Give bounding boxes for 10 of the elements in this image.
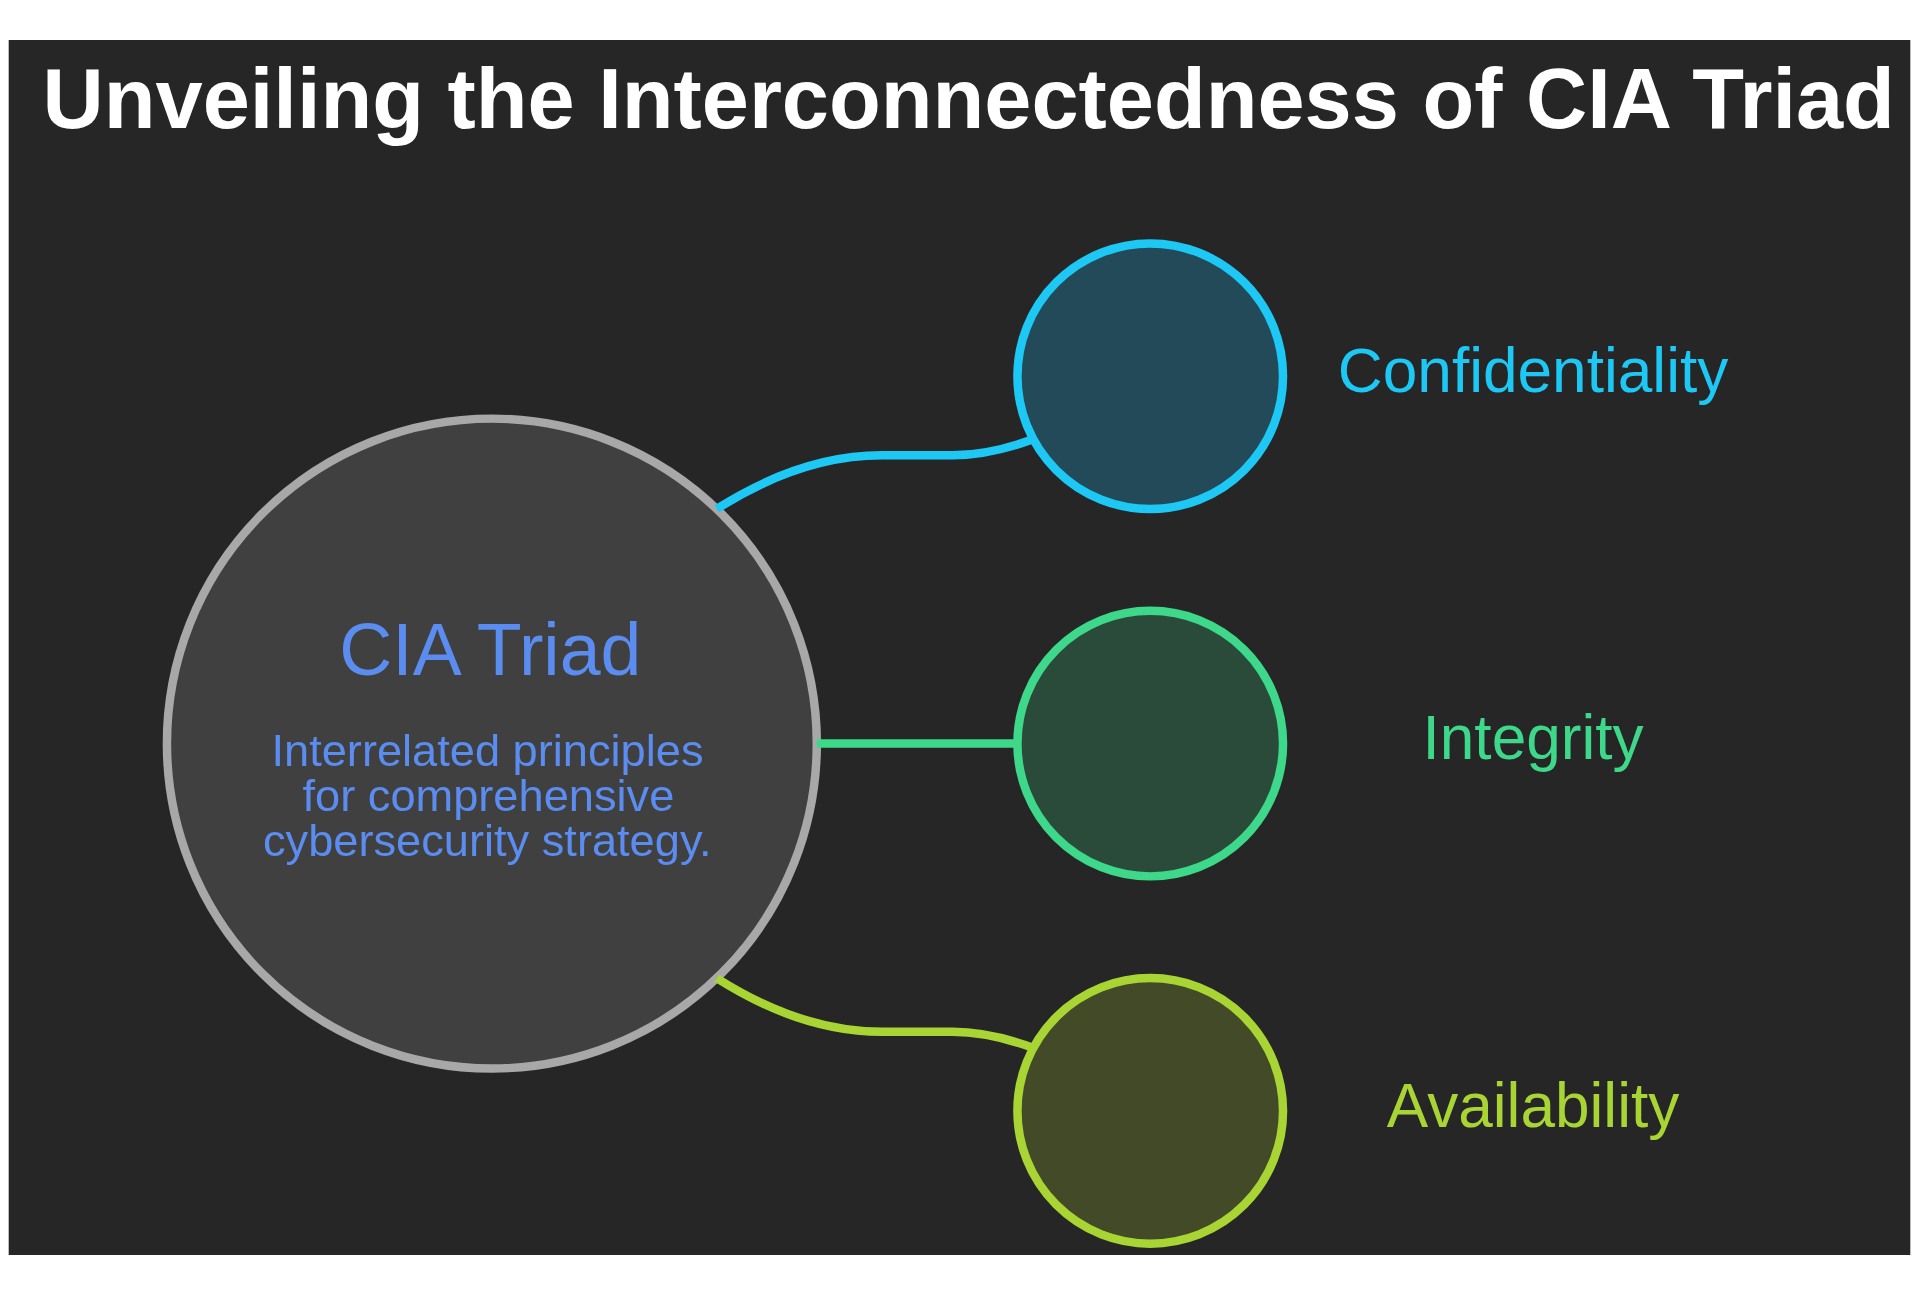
node-label: Availability xyxy=(1386,1070,1680,1140)
connector xyxy=(714,435,1035,513)
node-circle xyxy=(1013,973,1288,1248)
diagram-title: Unveiling the Interconnectedness of CIA Triad xyxy=(42,50,1895,146)
node-circle xyxy=(1013,239,1288,514)
node-circle xyxy=(1013,606,1288,881)
node-label: Confidentiality xyxy=(1337,336,1729,406)
connector xyxy=(714,974,1035,1052)
node-label: Integrity xyxy=(1422,703,1644,773)
node-circle: CIA Triad Interrelated principles for comprehensive cybersecurity strategy. xyxy=(162,414,822,1073)
